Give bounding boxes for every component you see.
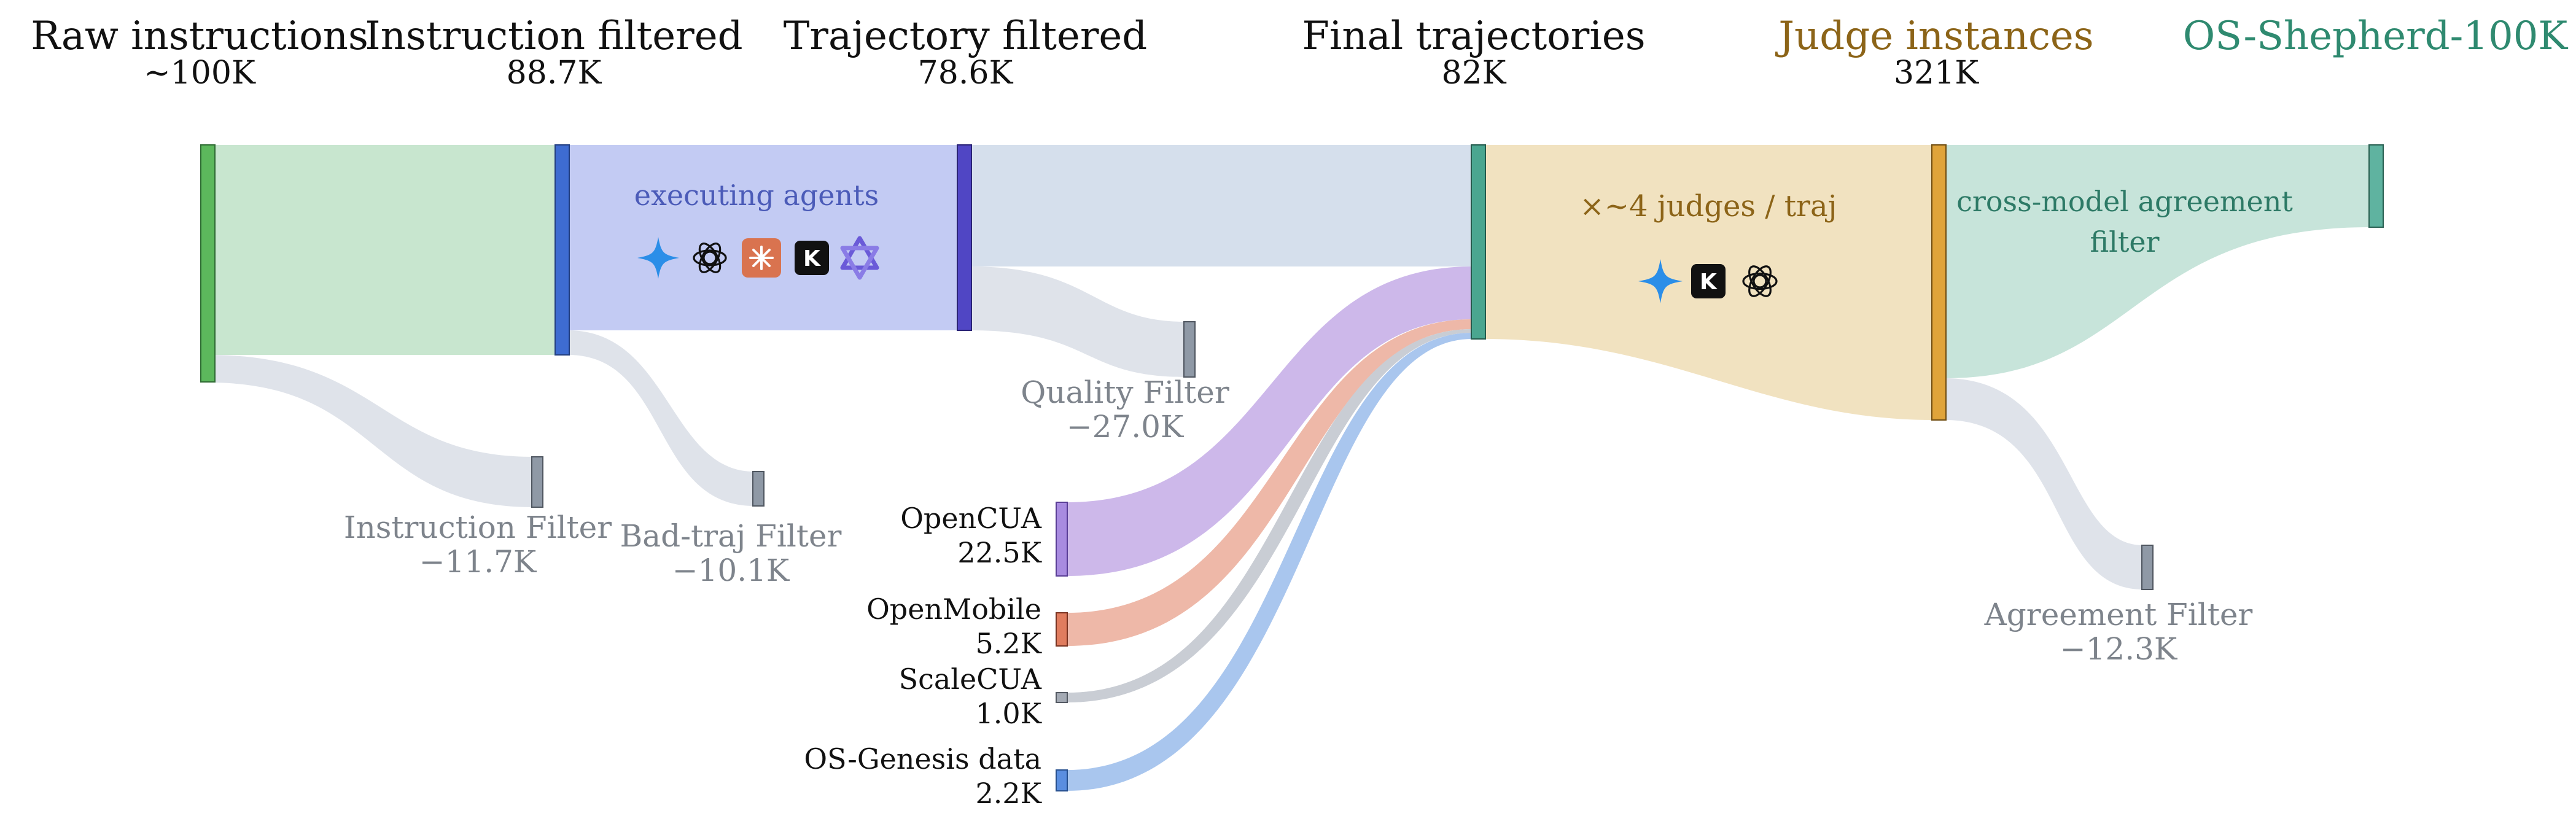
node-openmobile	[1056, 612, 1068, 647]
openai-icon	[1742, 265, 1778, 297]
node-final-trajectories	[1471, 144, 1486, 340]
flow-raw-to-instruction-filter	[209, 355, 533, 507]
flow-trajectory-to-quality-filter	[970, 266, 1185, 377]
source-openmobile-name: OpenMobile	[866, 593, 1041, 626]
flow-trajectory-to-final	[970, 145, 1472, 266]
stage-value-raw: ~100K	[144, 55, 256, 91]
executing-agents-label: executing agents	[634, 179, 879, 212]
node-scalecua	[1056, 692, 1068, 703]
node-judge-instances	[1931, 144, 1947, 421]
gemini-icon	[1638, 259, 1683, 303]
stage-value-judge: 321K	[1894, 55, 1979, 91]
svg-text:K: K	[1700, 270, 1718, 295]
flows	[209, 145, 2370, 791]
stage-title-instruction-filtered: Instruction filtered	[365, 14, 742, 59]
source-labels: OpenCUA 22.5K OpenMobile 5.2K ScaleCUA 1…	[804, 502, 1042, 810]
judge-icons: K	[1638, 259, 1778, 303]
judges-per-traj-label: ×~4 judges / traj	[1580, 189, 1837, 224]
node-instruction-filter	[531, 456, 543, 508]
stage-title-raw: Raw instructions	[31, 14, 368, 59]
stage-title-os-shepherd: OS-Shepherd-100K	[2183, 14, 2569, 59]
node-opencua	[1056, 502, 1068, 577]
annotations: executing agents ×~4 judges / traj cross…	[634, 179, 2294, 259]
instruction-filter-value: −11.7K	[419, 544, 537, 580]
node-trajectory-filtered	[957, 144, 972, 331]
node-quality-filter	[1183, 321, 1196, 378]
source-osgenesis-name: OS-Genesis data	[804, 742, 1041, 776]
node-instruction-filtered	[555, 144, 570, 356]
executing-agents-icons: K	[637, 236, 879, 280]
source-opencua-name: OpenCUA	[900, 502, 1042, 535]
source-opencua-value: 22.5K	[957, 536, 1042, 569]
source-openmobile-value: 5.2K	[975, 627, 1042, 660]
source-scalecua-value: 1.0K	[975, 697, 1042, 730]
node-osgenesis	[1056, 769, 1068, 791]
agreement-label-line2: filter	[2090, 225, 2159, 259]
source-scalecua-name: ScaleCUA	[899, 663, 1042, 696]
stage-title-judge: Judge instances	[1775, 14, 2093, 59]
quality-filter-value: −27.0K	[1067, 409, 1185, 445]
node-badtraj-filter	[752, 471, 765, 507]
flow-instruction-to-trajectory-filtered	[568, 145, 958, 330]
stage-value-instruction-filtered: 88.7K	[507, 55, 602, 91]
instruction-filter-name: Instruction Filter	[344, 510, 612, 545]
flow-openmobile-to-final	[1067, 319, 1472, 646]
source-osgenesis-value: 2.2K	[975, 777, 1042, 810]
node-os-shepherd	[2368, 144, 2384, 228]
flow-raw-to-instruction-filtered	[209, 145, 556, 355]
agreement-label-line1: cross-model agreement	[1956, 185, 2293, 218]
kimi-icon: K	[795, 241, 829, 275]
agreement-filter-name: Agreement Filter	[1984, 597, 2253, 632]
flow-opencua-to-final	[1067, 266, 1472, 576]
openai-icon	[693, 243, 727, 273]
node-raw-instructions	[200, 144, 216, 383]
qwen-icon	[840, 236, 879, 280]
flow-instruction-to-badtraj-filter	[568, 330, 754, 506]
stage-value-trajectory-filtered: 78.6K	[918, 55, 1014, 91]
stage-title-final: Final trajectories	[1302, 14, 1645, 59]
gemini-icon	[637, 237, 679, 279]
node-agreement-filter	[2141, 545, 2154, 590]
nodes	[200, 144, 2384, 791]
quality-filter-name: Quality Filter	[1021, 375, 1229, 410]
badtraj-filter-value: −10.1K	[672, 553, 790, 588]
agreement-filter-value: −12.3K	[2060, 631, 2178, 667]
flow-judge-to-osshepherd	[1945, 145, 2370, 378]
flow-judge-to-agreement-filter	[1945, 378, 2143, 589]
stage-title-trajectory-filtered: Trajectory filtered	[784, 14, 1148, 59]
stage-headers: Raw instructions ~100K Instruction filte…	[31, 14, 2568, 91]
kimi-icon: K	[1691, 264, 1726, 298]
badtraj-filter-name: Bad-traj Filter	[620, 518, 842, 554]
claude-icon	[742, 238, 781, 278]
svg-text:K: K	[803, 246, 821, 271]
stage-value-final: 82K	[1441, 55, 1506, 91]
filter-labels: Instruction Filter −11.7K Bad-traj Filte…	[344, 375, 2253, 667]
